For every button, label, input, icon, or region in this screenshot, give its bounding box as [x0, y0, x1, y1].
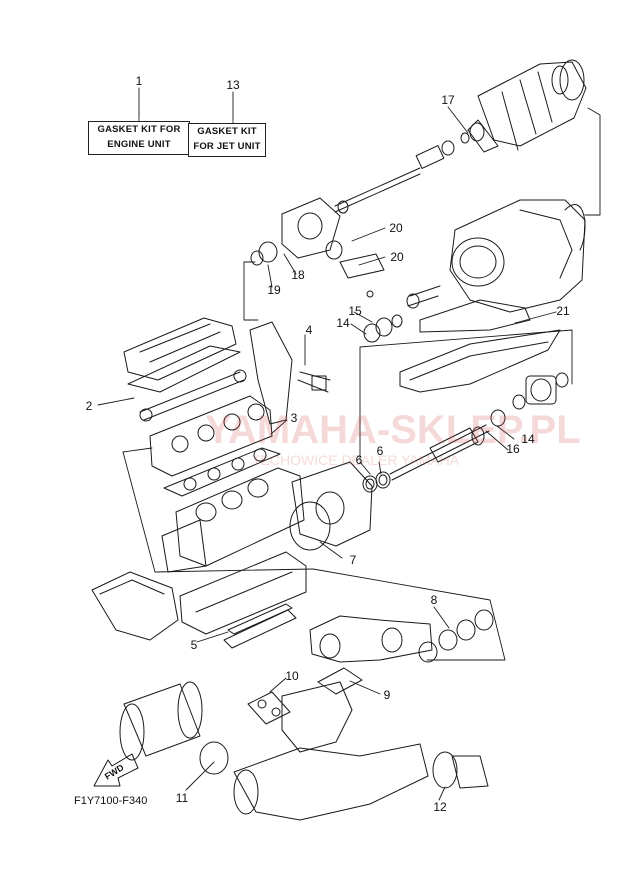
callout-19: 19 — [267, 283, 281, 297]
callout-21: 21 — [556, 304, 570, 318]
callout-6-right: 6 — [376, 444, 384, 458]
intake-housing — [406, 199, 586, 333]
callout-11: 11 — [175, 791, 189, 805]
seal-housing — [250, 197, 385, 298]
callout-14-lower: 14 — [521, 432, 535, 446]
chain-tensioner — [297, 371, 331, 393]
callout-12: 12 — [433, 800, 447, 814]
callout-2: 2 — [85, 399, 93, 413]
crankcase-cover — [289, 461, 373, 551]
engine-gasket-kit-label: GASKET KIT FOR ENGINE UNIT — [88, 121, 190, 155]
bearing-housing — [490, 372, 569, 427]
callout-3: 3 — [290, 411, 298, 425]
oil-seals — [362, 471, 391, 493]
callout-7: 7 — [349, 553, 357, 567]
kit-label-ticks — [138, 116, 234, 124]
cylinder-block — [161, 467, 305, 573]
callout-6-left: 6 — [355, 453, 363, 467]
jet-kit-line1: GASKET KIT — [197, 126, 257, 137]
callout-15: 15 — [348, 304, 362, 318]
muffler — [119, 681, 203, 761]
callout-16: 16 — [506, 442, 520, 456]
exhaust-pipe — [199, 681, 429, 821]
callout-20-bottom: 20 — [390, 250, 404, 264]
crankcase — [179, 551, 307, 635]
head-gasket — [163, 447, 281, 497]
camshaft — [139, 369, 247, 422]
callout-5: 5 — [190, 638, 198, 652]
exhaust-manifold — [309, 615, 433, 663]
leader-lines — [97, 87, 557, 801]
flange-gaskets — [247, 667, 363, 725]
callout-17: 17 — [441, 93, 455, 107]
cylinder-head-cover — [123, 317, 241, 393]
oil-pan-gasket — [223, 603, 297, 649]
diagram-code: F1Y7100-F340 — [74, 795, 148, 807]
drive-shaft — [389, 424, 490, 481]
callout-4: 4 — [305, 323, 313, 337]
callout-1: 1 — [135, 74, 143, 88]
timing-chain — [249, 321, 293, 425]
exhaust-flange — [432, 751, 489, 789]
group-brackets — [122, 107, 601, 661]
callout-18: 18 — [291, 268, 305, 282]
jet-pump-assembly — [334, 59, 587, 214]
oil-pan — [91, 571, 179, 641]
ride-plate — [399, 329, 561, 393]
jet-gasket-kit-label: GASKET KIT FOR JET UNIT — [188, 123, 266, 157]
watermark-main: YAMAHA-SKLEP.PL — [205, 408, 581, 452]
callout-14-upper: 14 — [336, 316, 350, 330]
callout-13: 13 — [226, 78, 240, 92]
callout-8: 8 — [430, 593, 438, 607]
forward-arrow — [93, 753, 139, 787]
seal-ring-set — [363, 314, 403, 343]
engine-kit-line2: ENGINE UNIT — [107, 139, 171, 150]
cylinder-head — [149, 395, 273, 477]
jet-kit-line2: FOR JET UNIT — [193, 141, 261, 152]
exhaust-gaskets — [418, 609, 494, 663]
callout-9: 9 — [383, 688, 391, 702]
engine-kit-line1: GASKET KIT FOR — [97, 124, 181, 135]
callout-10: 10 — [285, 669, 299, 683]
watermark-sub: TECHOWICE DEALER YAMAHA — [252, 452, 460, 468]
callout-20-top: 20 — [389, 221, 403, 235]
